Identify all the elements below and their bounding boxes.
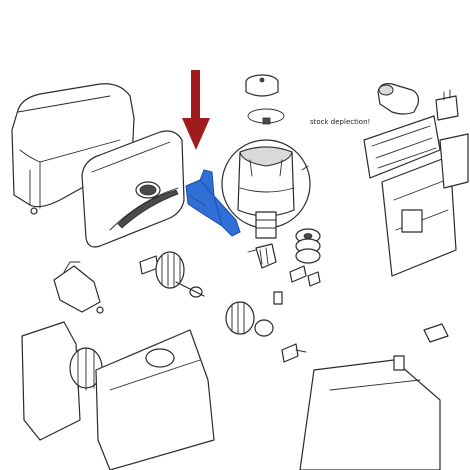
bottom-housing	[21, 321, 215, 470]
highlighted-bracket	[185, 169, 241, 237]
worm-gear	[247, 243, 277, 269]
bearing-stack	[295, 228, 321, 264]
stock-callout: stock deplection!	[221, 118, 370, 239]
capacitor	[377, 83, 459, 121]
small-bracket	[53, 261, 104, 314]
down-arrow-icon	[182, 70, 210, 150]
front-cover	[81, 130, 185, 248]
top-cap	[245, 74, 285, 125]
control-board	[363, 115, 469, 277]
connector-parts	[273, 265, 321, 305]
mid-gear	[225, 301, 307, 363]
drive-gear	[139, 251, 205, 298]
callout-label: stock deplection!	[310, 118, 370, 126]
bottom-frame	[299, 323, 449, 470]
motor-cover	[11, 83, 135, 215]
